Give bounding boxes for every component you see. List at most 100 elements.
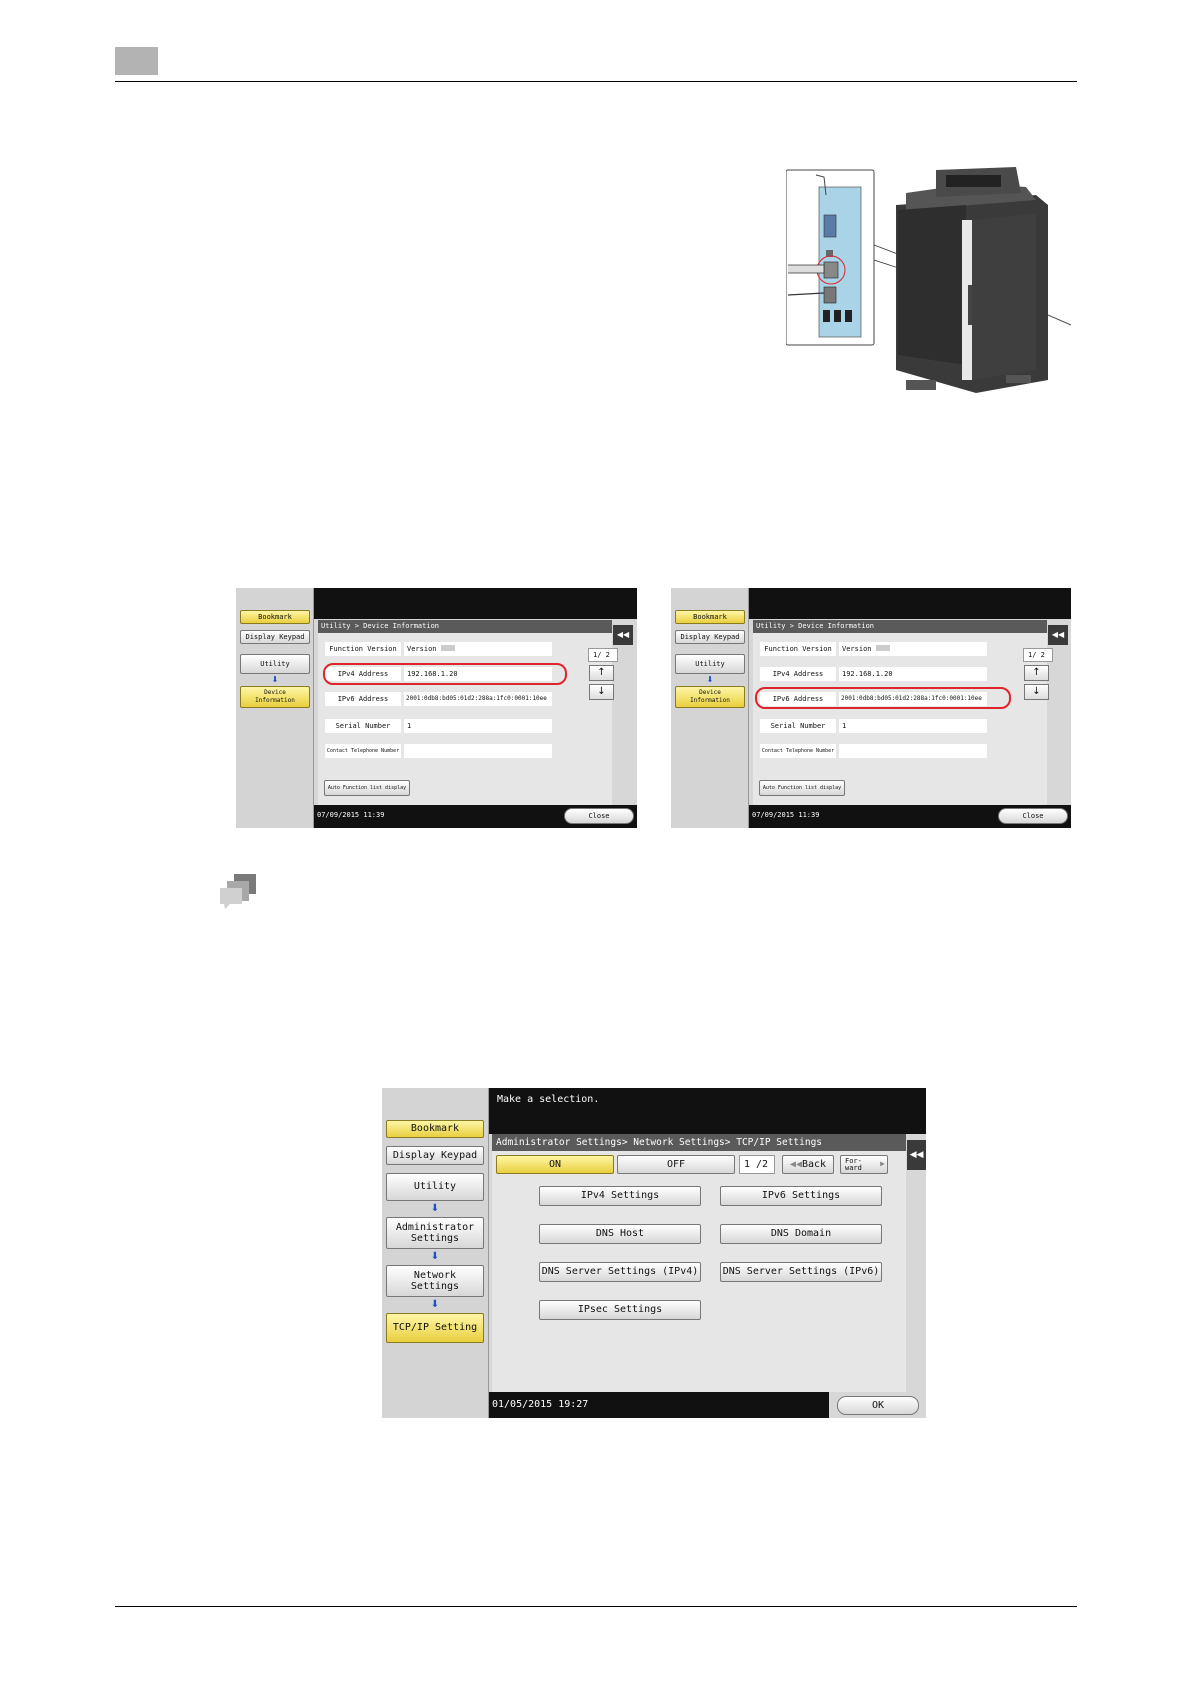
ipv6-address-value: 2001:0db8:bd05:01d2:288a:1fc0:0001:10ee [404, 692, 552, 706]
utility-button[interactable]: Utility [240, 654, 310, 674]
collapse-arrow-icon[interactable]: ◀◀ [613, 625, 633, 645]
arrow-down-icon[interactable]: ↓ [1024, 684, 1049, 700]
page-indicator: 1/ 2 [1023, 648, 1053, 662]
tcpip-settings-screen: Bookmark Display Keypad Utility ⬇ Admini… [382, 1088, 926, 1418]
auto-function-list-button[interactable]: Auto Function list display [324, 780, 410, 796]
page-indicator: 1 /2 [739, 1155, 775, 1174]
bottom-bar: 07/09/2015 11:39 Close [749, 805, 1071, 828]
device-info-line2: Information [690, 697, 730, 704]
arrow-up-icon[interactable]: ↑ [1024, 665, 1049, 681]
ipv4-highlight [323, 663, 567, 685]
arrow-up-icon[interactable]: ↑ [589, 665, 614, 681]
ok-button[interactable]: OK [837, 1396, 919, 1415]
bookmark-button[interactable]: Bookmark [240, 610, 310, 624]
side-panel: Bookmark Display Keypad Utility ⬇ Device… [236, 588, 314, 828]
function-version-label: Function Version [325, 642, 401, 656]
arrow-down-icon: ⬇ [430, 1299, 440, 1310]
device-info-screen-ipv6: Bookmark Display Keypad Utility ⬇ Device… [671, 588, 1071, 828]
function-version-label: Function Version [760, 642, 836, 656]
ipv6-settings-button[interactable]: IPv6 Settings [720, 1186, 882, 1206]
message-text: Make a selection. [497, 1094, 600, 1105]
collapse-arrow-icon[interactable]: ◀◀ [1048, 625, 1068, 645]
arrow-down-icon: ⬇ [430, 1251, 440, 1262]
contact-telephone-value [404, 744, 552, 758]
datetime: 01/05/2015 19:27 [492, 1399, 589, 1410]
function-version-value: Version [404, 642, 552, 656]
device-info-line1: Device [264, 689, 286, 696]
serial-number-label: Serial Number [325, 719, 401, 733]
network-settings-button[interactable]: Network Settings [386, 1265, 484, 1297]
content-area: ON OFF 1 /2 ◀◀Back For- ward ▶ IPv4 Sett… [492, 1151, 906, 1392]
datetime: 07/09/2015 11:39 [317, 811, 385, 819]
forward-button[interactable]: For- ward ▶ [840, 1155, 888, 1174]
auto-function-list-button[interactable]: Auto Function list display [759, 780, 845, 796]
arrow-down-icon[interactable]: ↓ [589, 684, 614, 700]
arrow-down-icon: ⬇ [706, 675, 714, 684]
device-information-button[interactable]: Device Information [675, 686, 745, 708]
bottom-bar: 01/05/2015 19:27 OK [489, 1392, 926, 1418]
back-arrow-icon: ◀◀ [789, 1159, 802, 1170]
admin-line1: Administrator [395, 1222, 475, 1233]
message-area [749, 588, 1071, 619]
contact-telephone-label: Contact Telephone Number [760, 744, 836, 758]
ipv6-address-label: IPv6 Address [760, 692, 836, 706]
message-area: Make a selection. [489, 1088, 926, 1134]
tcpip-setting-button[interactable]: TCP/IP Setting [386, 1313, 484, 1343]
close-button[interactable]: Close [564, 808, 634, 824]
content-area: Function Version Version IPv4 Address 19… [318, 633, 612, 805]
ipv4-address-label: IPv4 Address [325, 667, 401, 681]
utility-button[interactable]: Utility [675, 654, 745, 674]
dns-server-ipv6-button[interactable]: DNS Server Settings (IPv6) [720, 1262, 882, 1282]
serial-number-value: 1 [839, 719, 987, 733]
datetime: 07/09/2015 11:39 [752, 811, 820, 819]
dns-server-ipv4-button[interactable]: DNS Server Settings (IPv4) [539, 1262, 701, 1282]
ipv4-settings-button[interactable]: IPv4 Settings [539, 1186, 701, 1206]
device-info-line1: Device [699, 689, 721, 696]
bookmark-button[interactable]: Bookmark [386, 1120, 484, 1138]
serial-number-value: 1 [404, 719, 552, 733]
function-version-value: Version [839, 642, 987, 656]
bottom-bar: 07/09/2015 11:39 Close [314, 805, 637, 828]
back-label: Back [801, 1159, 827, 1170]
breadcrumb: Utility > Device Information [318, 620, 612, 633]
utility-button[interactable]: Utility [386, 1173, 484, 1201]
display-keypad-button[interactable]: Display Keypad [240, 630, 310, 644]
administrator-settings-button[interactable]: Administrator Settings [386, 1217, 484, 1249]
forward-arrow-icon: ▶ [880, 1159, 885, 1168]
breadcrumb: Administrator Settings> Network Settings… [492, 1134, 906, 1151]
forward-line1: For- [845, 1157, 862, 1165]
tips-speech-bubbles-icon [220, 874, 256, 909]
collapse-arrow-icon[interactable]: ◀◀ [907, 1140, 926, 1170]
bookmark-button[interactable]: Bookmark [675, 610, 745, 624]
ipsec-settings-button[interactable]: IPsec Settings [539, 1300, 701, 1320]
message-area [314, 588, 637, 619]
on-button[interactable]: ON [496, 1155, 614, 1174]
contact-telephone-label: Contact Telephone Number [325, 744, 401, 758]
display-keypad-button[interactable]: Display Keypad [675, 630, 745, 644]
footer-rule [115, 1606, 1077, 1607]
network-line1: Network [413, 1270, 457, 1281]
admin-line2: Settings [410, 1233, 460, 1244]
dns-host-button[interactable]: DNS Host [539, 1224, 701, 1244]
close-button[interactable]: Close [998, 808, 1068, 824]
device-info-screen-ipv4: Bookmark Display Keypad Utility ⬇ Device… [236, 588, 637, 828]
arrow-down-icon: ⬇ [430, 1203, 440, 1214]
device-info-line2: Information [255, 697, 295, 704]
off-button[interactable]: OFF [617, 1155, 735, 1174]
ipv4-address-label: IPv4 Address [760, 667, 836, 681]
network-line2: Settings [410, 1281, 460, 1292]
content-area: Function Version Version IPv4 Address 19… [753, 633, 1047, 805]
breadcrumb: Utility > Device Information [753, 620, 1047, 633]
serial-number-label: Serial Number [760, 719, 836, 733]
back-button[interactable]: ◀◀Back [782, 1155, 834, 1174]
ipv4-address-value: 192.168.1.20 [839, 667, 987, 681]
page-indicator: 1/ 2 [588, 648, 618, 662]
chapter-number-box [115, 47, 158, 75]
display-keypad-button[interactable]: Display Keypad [386, 1146, 484, 1165]
dns-domain-button[interactable]: DNS Domain [720, 1224, 882, 1244]
side-panel: Bookmark Display Keypad Utility ⬇ Device… [671, 588, 749, 828]
forward-line2: ward [845, 1164, 862, 1172]
mfp-lan-port-illustration [786, 167, 1072, 393]
device-information-button[interactable]: Device Information [240, 686, 310, 708]
side-panel: Bookmark Display Keypad Utility ⬇ Admini… [382, 1088, 489, 1418]
